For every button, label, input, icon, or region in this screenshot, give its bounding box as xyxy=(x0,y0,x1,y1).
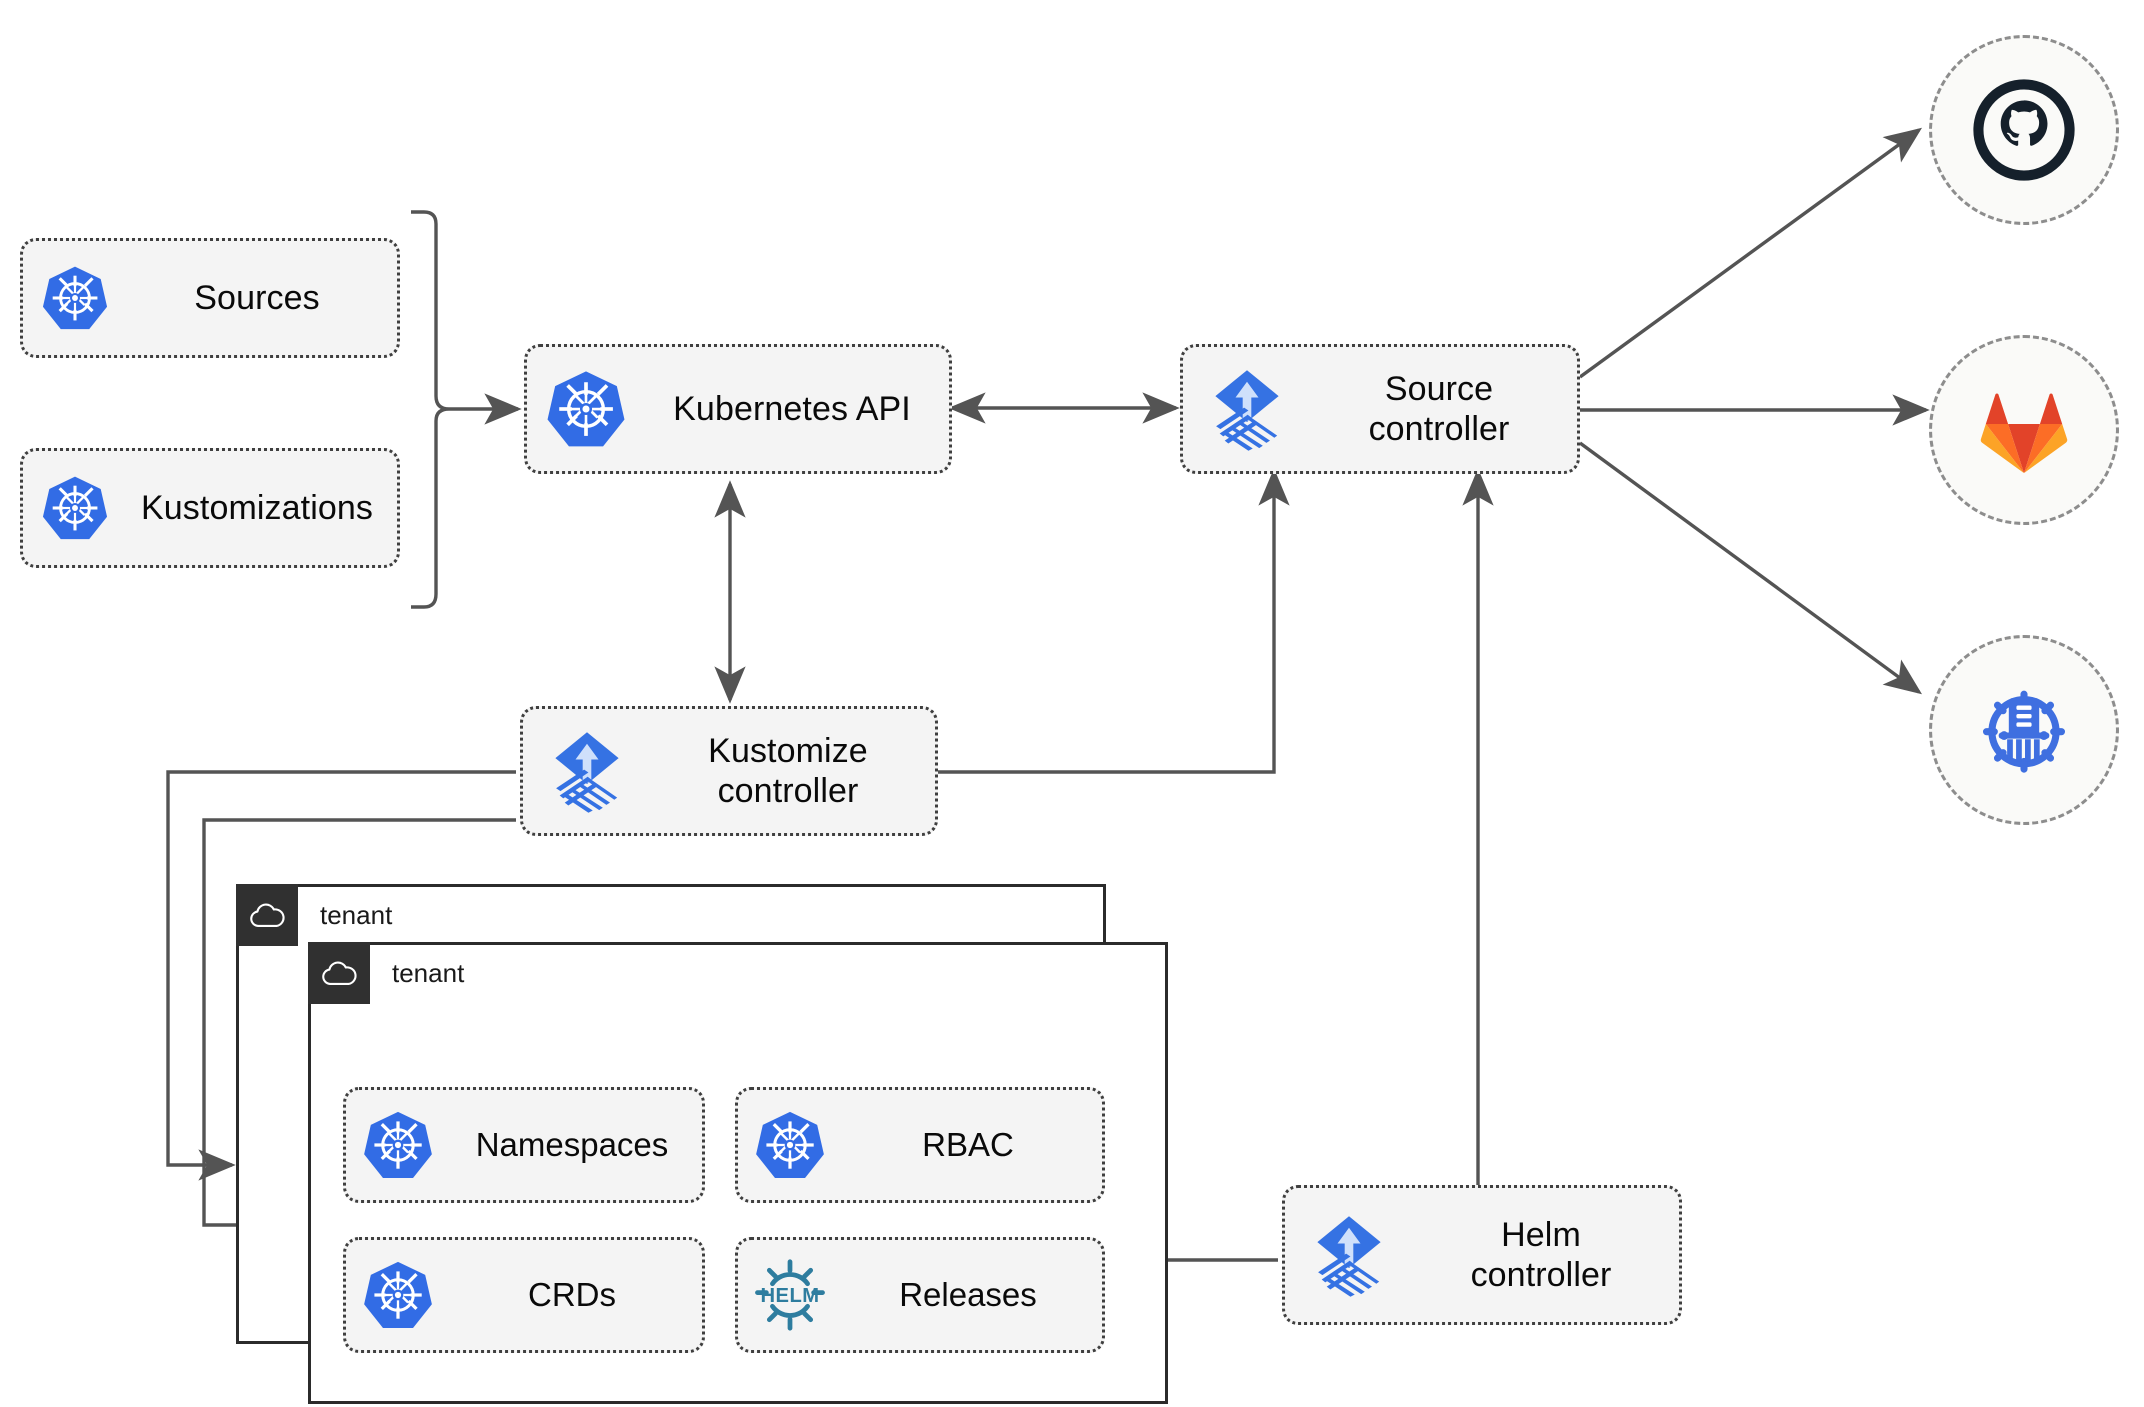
bucket-icon xyxy=(1970,676,2078,784)
node-label: Source controller xyxy=(1368,369,1510,448)
node-source-controller[interactable]: Source controller xyxy=(1180,344,1580,474)
wire-sources-bracket xyxy=(411,210,450,609)
chip-rbac[interactable]: RBAC xyxy=(735,1087,1105,1203)
node-label: Kustomizations xyxy=(141,488,373,527)
flux-icon xyxy=(523,725,651,817)
tenant-container-front[interactable]: tenant xyxy=(308,942,1168,1404)
chip-label: Releases xyxy=(899,1276,1037,1313)
chip-label: CRDs xyxy=(528,1276,616,1313)
wire-kustomize-to-source-controller xyxy=(938,468,1290,774)
node-github[interactable] xyxy=(1929,35,2119,225)
chip-releases[interactable]: HELM Releases xyxy=(735,1237,1105,1353)
kubernetes-icon xyxy=(738,1108,842,1182)
node-label: Sources xyxy=(194,278,320,317)
chip-label: RBAC xyxy=(922,1126,1014,1163)
node-sources[interactable]: Sources xyxy=(20,238,400,358)
node-helm-controller[interactable]: Helm controller xyxy=(1282,1185,1682,1325)
node-label: Kubernetes API xyxy=(673,389,911,428)
svg-text:HELM: HELM xyxy=(760,1285,819,1307)
helm-icon: HELM xyxy=(738,1257,842,1333)
chip-namespaces[interactable]: Namespaces xyxy=(343,1087,705,1203)
node-kubernetes-api[interactable]: Kubernetes API xyxy=(524,344,952,474)
tenant-tab: tenant xyxy=(236,884,392,946)
tenant-label: tenant xyxy=(392,957,465,988)
kubernetes-icon xyxy=(23,263,127,333)
github-icon xyxy=(1970,76,2078,184)
node-kustomize-controller[interactable]: Kustomize controller xyxy=(520,706,938,836)
tenant-label: tenant xyxy=(320,899,393,930)
flux-icon xyxy=(1183,363,1311,455)
wire-kustomize-to-tenant-back xyxy=(166,770,516,1181)
node-kustomizations[interactable]: Kustomizations xyxy=(20,448,400,568)
cloud-icon xyxy=(308,942,370,1004)
chip-crds[interactable]: CRDs xyxy=(343,1237,705,1353)
kubernetes-icon xyxy=(346,1108,450,1182)
node-label: Kustomize controller xyxy=(708,731,868,810)
chip-label: Namespaces xyxy=(475,1126,669,1163)
wire-source-controller-github xyxy=(1578,127,1923,379)
cloud-icon xyxy=(236,884,298,946)
kubernetes-icon xyxy=(527,367,645,451)
node-label: Helm controller xyxy=(1470,1215,1612,1294)
gitlab-icon xyxy=(1972,380,2076,480)
kubernetes-icon xyxy=(23,473,127,543)
kubernetes-icon xyxy=(346,1258,450,1332)
node-gitlab[interactable] xyxy=(1929,335,2119,525)
node-bucket[interactable] xyxy=(1929,635,2119,825)
tenant-tab: tenant xyxy=(308,942,464,1004)
wire-source-controller-bucket xyxy=(1578,441,1923,695)
flux-icon xyxy=(1285,1209,1413,1301)
